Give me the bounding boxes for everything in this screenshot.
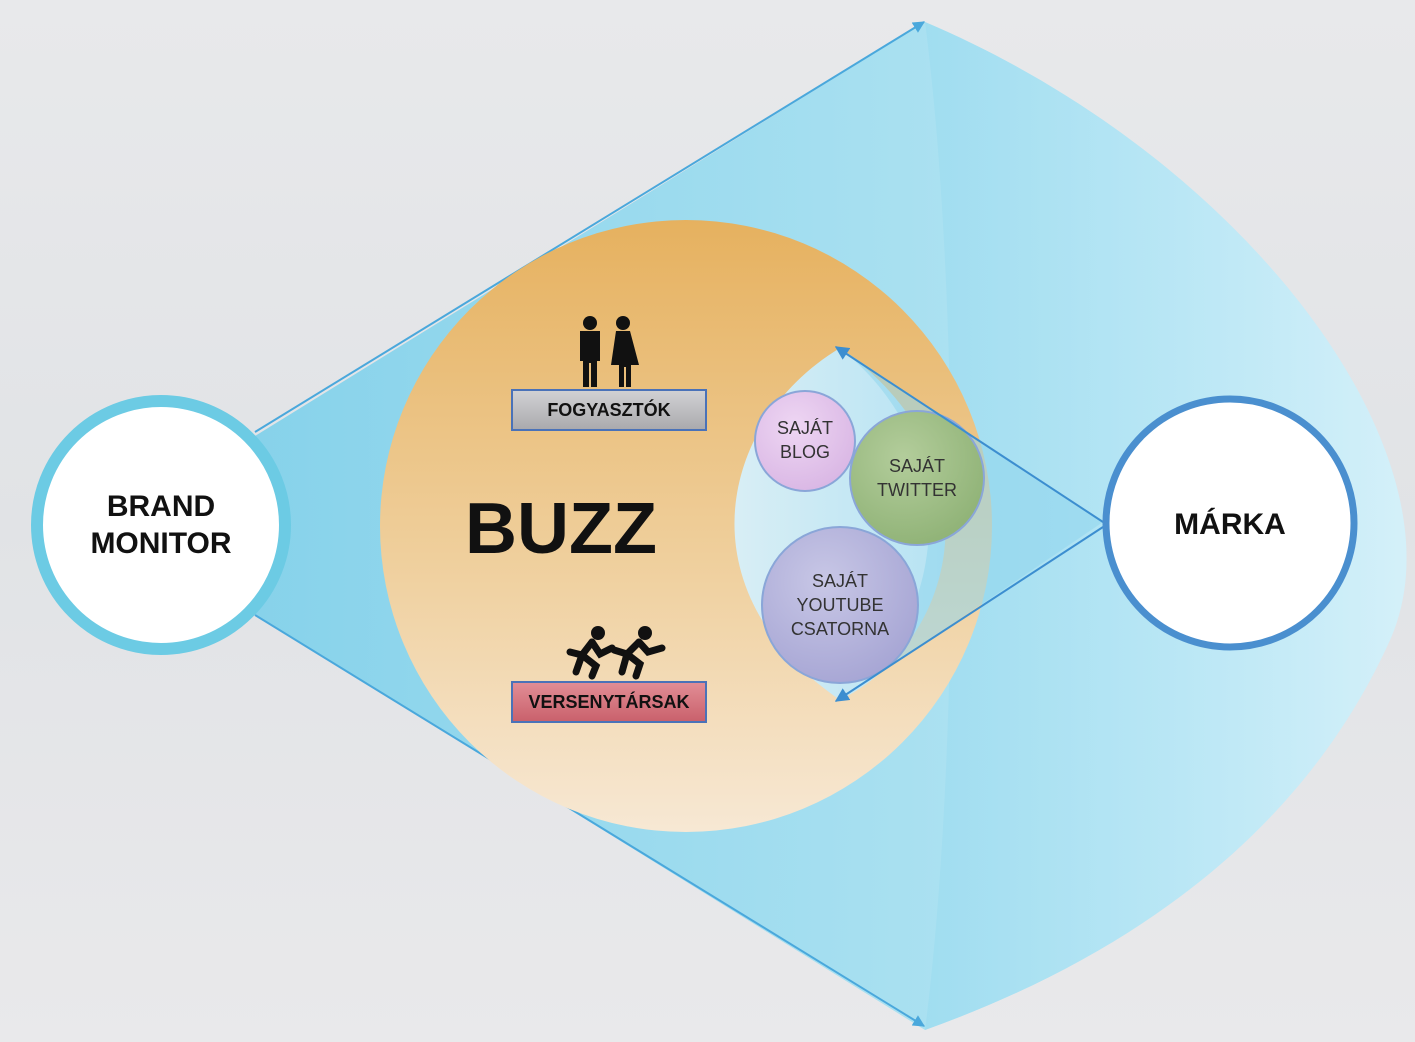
runners-icon: [566, 626, 666, 680]
brand-monitor-node: BRAND MONITOR: [31, 395, 291, 655]
fogyasztok-tag: FOGYASZTÓK: [511, 389, 707, 431]
marka-arrow-bottom: [834, 526, 1104, 702]
marka-reach-cone: [840, 348, 1103, 700]
versenytarsak-label: VERSENYTÁRSAK: [528, 691, 689, 712]
channel-twitter: SAJÁT TWITTER: [849, 410, 985, 546]
fogyasztok-label: FOGYASZTÓK: [547, 399, 670, 420]
brand-monitor-line1: BRAND: [107, 490, 215, 523]
versenytarsak-tag: VERSENYTÁRSAK: [511, 681, 707, 723]
channel-blog-line1: SAJÁT: [777, 418, 833, 438]
marka-label: MÁRKA: [1174, 507, 1286, 541]
channel-youtube-line3: CSATORNA: [791, 619, 889, 639]
channel-twitter-line2: TWITTER: [877, 480, 957, 500]
people-icon: [580, 316, 639, 387]
marka-arrow-top: [834, 346, 1104, 523]
brand-monitor-line2: MONITOR: [90, 527, 231, 560]
channel-blog-line2: BLOG: [780, 442, 830, 462]
channel-twitter-line1: SAJÁT: [889, 456, 945, 476]
buzz-label: BUZZ: [465, 489, 657, 569]
marka-node: MÁRKA: [1102, 395, 1358, 651]
channel-blog: SAJÁT BLOG: [754, 390, 856, 492]
channel-youtube: SAJÁT YOUTUBE CSATORNA: [761, 526, 919, 684]
cone-arrow-top: [254, 21, 926, 433]
cone-arrow-bottom: [254, 614, 926, 1027]
channel-youtube-line1: SAJÁT: [812, 571, 868, 591]
channel-youtube-line2: YOUTUBE: [796, 595, 883, 615]
